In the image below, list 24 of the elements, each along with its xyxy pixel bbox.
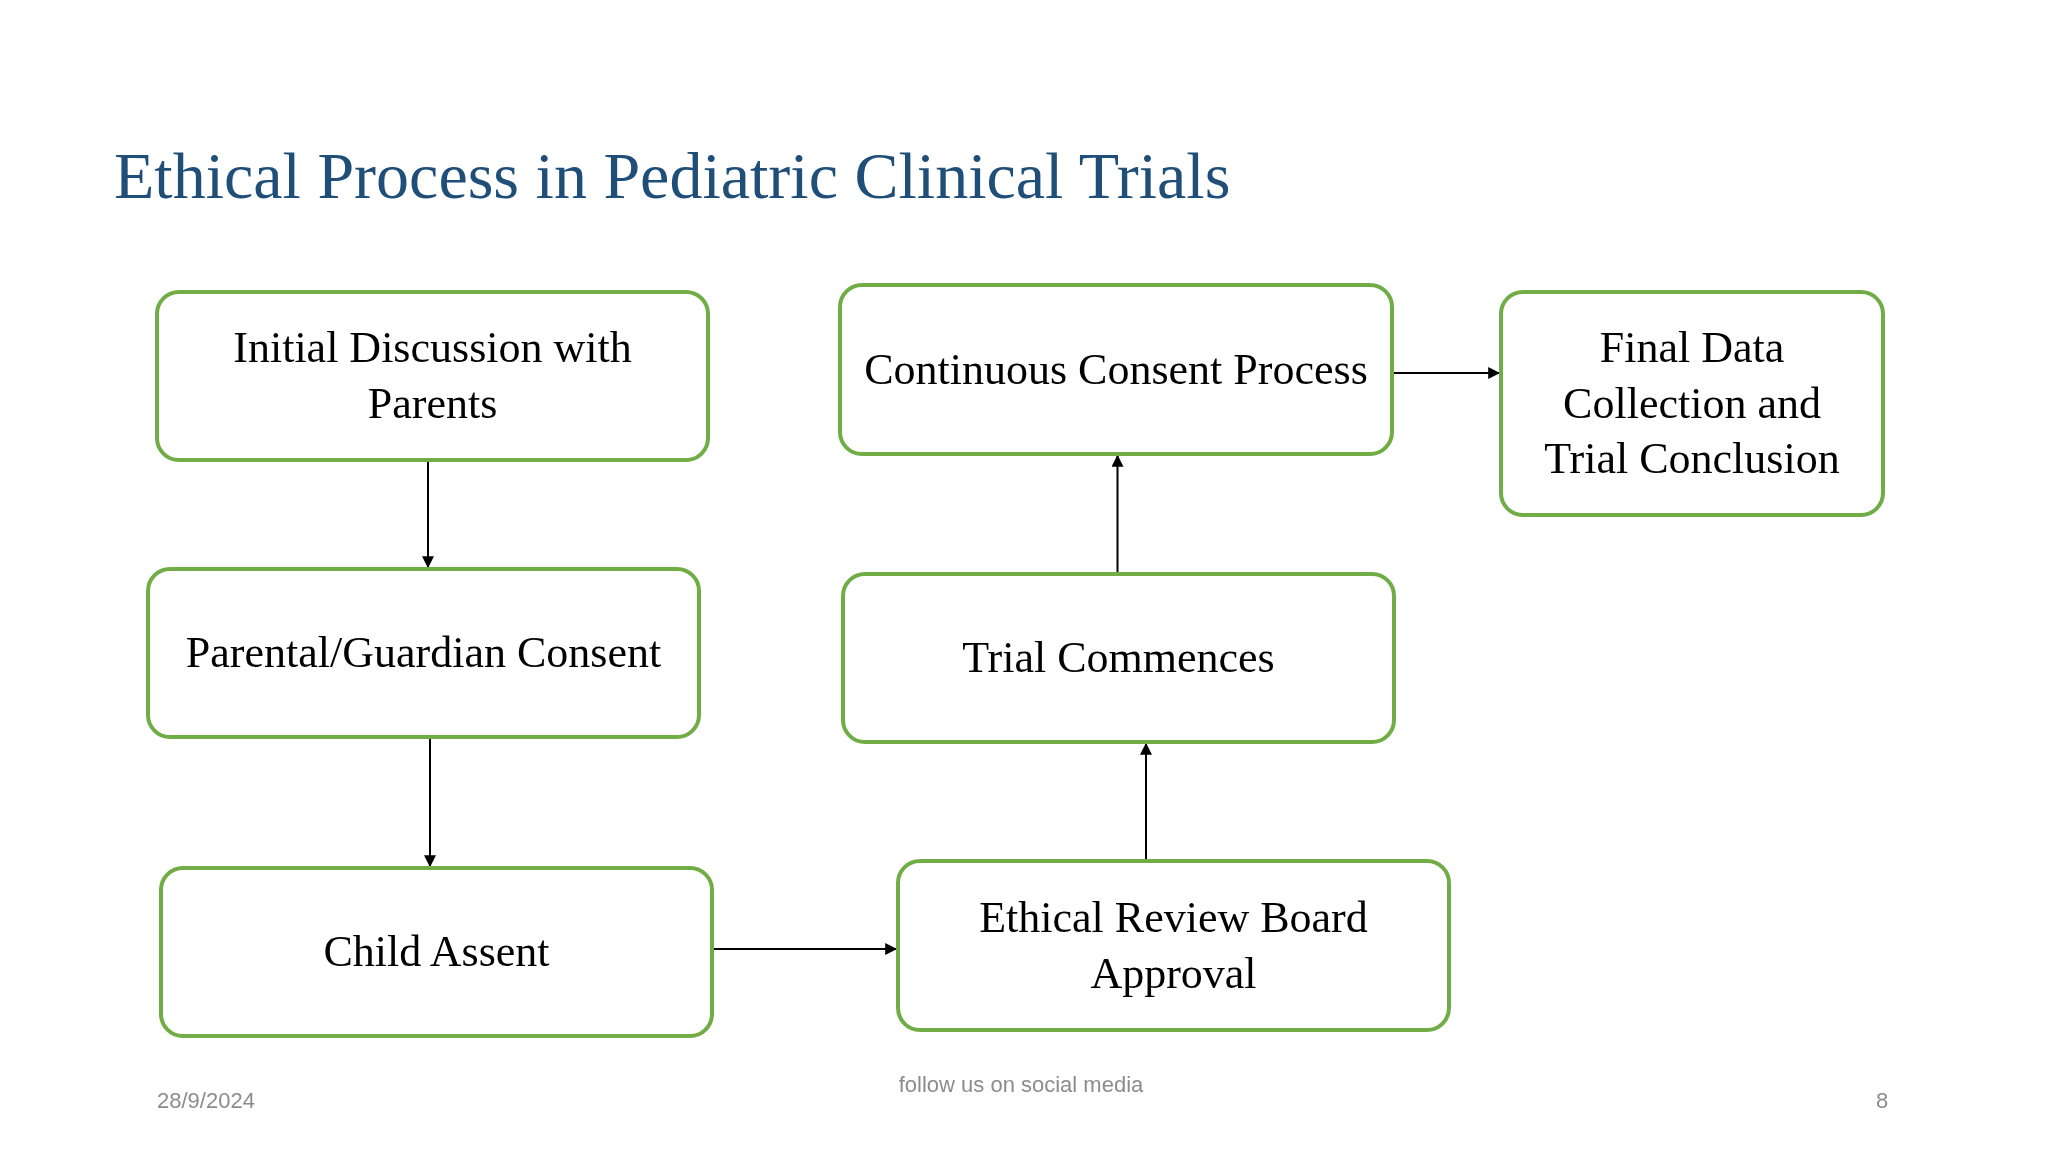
box-text: Child Assent <box>323 926 550 979</box>
box-text: Initial Discussion with Parents <box>232 322 633 430</box>
arrow <box>422 461 434 569</box>
box-text: Ethical Review Board Approval <box>978 891 1369 1000</box>
box-text: Trial Commences <box>962 632 1275 685</box>
arrow <box>1393 367 1501 379</box>
process-box <box>1499 290 1885 517</box>
page-number: 8 <box>1876 1088 1889 1114</box>
process-box <box>155 290 710 462</box>
date: 28/9/2024 <box>157 1088 255 1114</box>
arrow <box>1140 742 1152 860</box>
box-text: Continuous Consent Process <box>864 343 1368 396</box>
process-box <box>146 567 701 739</box>
arrow <box>1111 454 1124 573</box>
process-box <box>841 572 1396 744</box>
arrow <box>424 738 436 868</box>
box-text: Final Data Collection and Trial Conclusion <box>1543 321 1841 486</box>
process-box <box>838 283 1394 456</box>
slide-title: Ethical Process in Pediatric Clinical Trials <box>114 138 1231 214</box>
process-box <box>159 866 714 1038</box>
footer-text: follow us on social media <box>898 1072 1144 1098</box>
box-text: Parental/Guardian Consent <box>185 627 662 680</box>
arrow <box>713 943 898 955</box>
process-box <box>896 859 1451 1032</box>
